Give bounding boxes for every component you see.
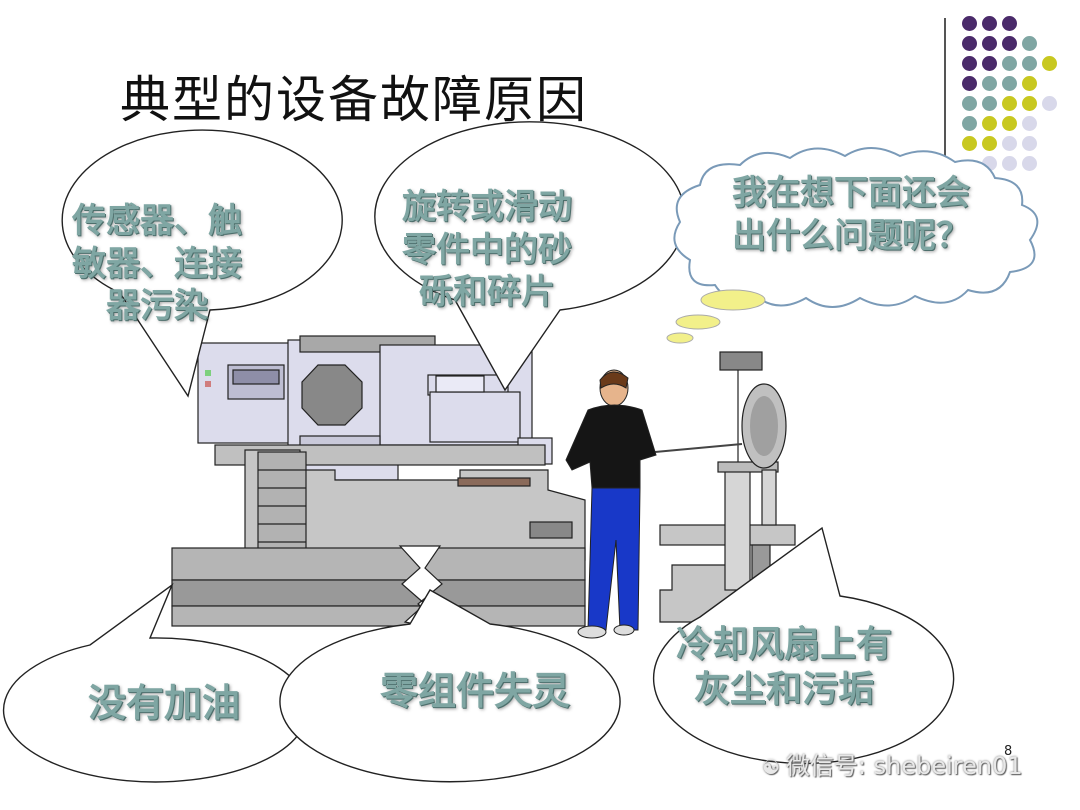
page-number: 8: [1004, 744, 1013, 759]
speech-bubble-rotating: [374, 121, 686, 392]
bubble-text-parts: 零组件失灵: [380, 669, 571, 713]
bubble-text-thought: 我在想下面还会 出什么问题呢？: [732, 173, 970, 256]
speech-bubble-sensor: [61, 129, 343, 398]
wechat-icon: ☯: [762, 755, 780, 779]
bubble-text-sensor: 传感器、触 敏器、连接 器污染: [72, 201, 242, 326]
worker-figure: [565, 369, 743, 639]
thought-cloud: [673, 147, 1039, 308]
thought-puff-medium: [675, 314, 721, 330]
lathe-machine: [171, 335, 586, 627]
wechat-watermark: ☯微信号: shebeiren01: [762, 746, 1023, 781]
speech-bubble-parts: [279, 589, 621, 783]
thought-puff-large: [700, 289, 766, 311]
speech-bubble-oil: [2, 582, 309, 783]
cooling-fan-machine: [659, 351, 796, 623]
page-title: 典型的设备故障原因: [120, 71, 588, 129]
speech-bubble-fan: [652, 526, 955, 765]
bubble-text-fan: 冷却风扇上有 灰尘和污垢: [676, 624, 893, 710]
decorative-dot-grid: [960, 16, 1060, 176]
bubble-text-oil: 没有加油: [88, 681, 241, 725]
thought-puff-small: [666, 332, 694, 344]
divider-line: [944, 18, 946, 190]
bubble-text-rotating: 旋转或滑动 零件中的砂 砾和碎片: [402, 187, 572, 312]
watermark-text: 微信号: shebeiren01: [785, 752, 1023, 780]
